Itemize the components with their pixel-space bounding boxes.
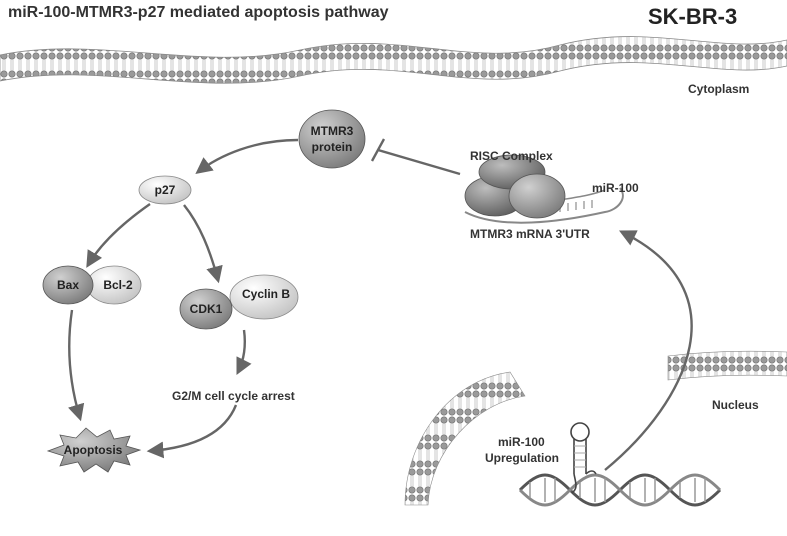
arrow-p27-to-cyclin xyxy=(183,204,223,284)
nuclear-membrane xyxy=(404,371,526,506)
nucleus-label: Nucleus xyxy=(712,398,759,412)
cytoplasm-label: Cytoplasm xyxy=(688,82,749,96)
bcl2-label: Bcl-2 xyxy=(103,278,133,292)
risc-complex xyxy=(464,154,624,224)
bax-node xyxy=(42,265,94,305)
p27-label: p27 xyxy=(155,183,176,197)
apoptosis-label: Apoptosis xyxy=(64,443,123,457)
upregulation-label-line2: Upregulation xyxy=(485,451,559,465)
arrow-bax-to-apoptosis xyxy=(68,309,85,422)
mtmr3-label-line2: protein xyxy=(312,140,353,154)
cdk1-label: CDK1 xyxy=(190,302,223,316)
arrow-mtmr3-to-p27 xyxy=(195,138,299,175)
cdk1-node xyxy=(179,288,233,330)
dna-helix xyxy=(518,473,722,507)
cell-line-label: SK-BR-3 xyxy=(648,4,737,29)
apoptosis-starburst xyxy=(46,427,142,473)
nuclear-membrane-right xyxy=(667,350,787,381)
mtmr3-label-line1: MTMR3 xyxy=(311,124,354,138)
cell-membrane xyxy=(0,36,787,84)
upregulation-label-line1: miR-100 xyxy=(498,435,545,449)
cyclin-b-label: Cyclin B xyxy=(242,287,290,301)
diagram-title: miR-100-MTMR3-p27 mediated apoptosis pat… xyxy=(8,4,389,21)
inhibition-risc-to-mtmr3 xyxy=(370,138,461,176)
bax-label: Bax xyxy=(57,278,79,292)
mir-100-label: miR-100 xyxy=(592,181,639,195)
mrna-label: MTMR3 mRNA 3'UTR xyxy=(470,227,590,241)
mtmr3-protein-node xyxy=(298,109,366,169)
mir-100-hairpin xyxy=(570,422,597,494)
arrow-g2m-to-apoptosis xyxy=(146,404,238,459)
risc-complex-label: RISC Complex xyxy=(470,149,553,163)
arrow-p27-to-bax xyxy=(86,203,151,268)
cyclin-b-node xyxy=(229,274,299,320)
g2m-arrest-label: G2/M cell cycle arrest xyxy=(172,389,295,403)
arrow-upregulation-to-mrna xyxy=(604,230,693,471)
p27-node xyxy=(138,175,192,205)
arrow-cdk1-to-g2m xyxy=(236,329,252,376)
